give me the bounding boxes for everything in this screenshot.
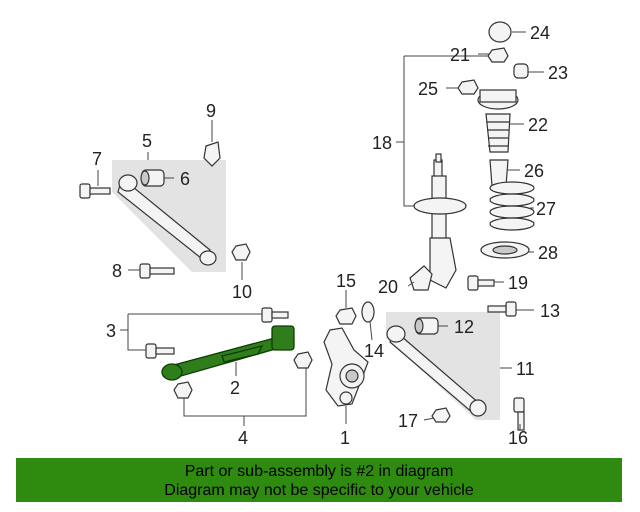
bolt-3-upper[interactable] [261,307,289,323]
callout-22: 22 [528,115,548,135]
bolt-7[interactable] [79,183,111,199]
parts-diagram: 1 2 3 4 5 6 7 8 9 10 11 12 13 14 15 16 1… [79,21,568,448]
callout-9: 9 [206,101,216,121]
callout-5: 5 [142,131,152,151]
callout-28: 28 [538,243,558,263]
callout-25: 25 [418,79,438,99]
banner-line-1: Part or sub-assembly is #2 in diagram [184,463,454,480]
bolt-19[interactable] [467,275,495,291]
coil-spring-27[interactable] [489,181,535,231]
control-arm-5[interactable] [117,174,217,266]
bracket-9[interactable] [203,141,221,167]
plate-arm-11 [386,312,500,420]
knuckle-1[interactable] [323,327,369,407]
callout-19: 19 [508,273,528,293]
info-banner: Part or sub-assembly is #2 in diagram Di… [16,458,622,502]
callout-13: 13 [540,301,560,321]
callout-7: 7 [92,149,102,169]
nut-4-right[interactable] [293,351,313,369]
bushing-12[interactable] [414,317,439,335]
nut-15[interactable] [335,307,357,325]
callout-21: 21 [450,45,470,65]
callout-26: 26 [524,161,544,181]
bolt-13[interactable] [487,301,517,317]
callout-8: 8 [112,261,122,281]
callout-18: 18 [372,133,392,153]
nut-21[interactable] [487,47,509,63]
callout-24: 24 [530,23,550,43]
bolt-16[interactable] [513,397,525,431]
highlighted-lateral-link-2[interactable] [161,325,295,381]
callout-23: 23 [548,63,568,83]
callout-14: 14 [364,341,384,361]
callout-16: 16 [508,428,528,448]
callout-12: 12 [454,317,474,337]
bracket-20[interactable] [409,265,433,291]
callout-3: 3 [106,321,116,341]
callout-2: 2 [230,378,240,398]
nut-25[interactable] [457,79,479,95]
bolt-3-lower[interactable] [145,343,175,359]
callout-17: 17 [398,411,418,431]
leader-lines [97,31,544,430]
banner-line-2: Diagram may not be specific to your vehi… [164,482,474,499]
callout-6: 6 [180,169,190,189]
nut-4-left[interactable] [173,381,193,399]
callout-27: 27 [536,199,556,219]
callout-15: 15 [336,271,356,291]
cap-24[interactable] [488,21,512,43]
plate-14[interactable] [361,301,375,323]
callout-10: 10 [232,282,252,302]
callout-numbers: 1 2 3 4 5 6 7 8 9 10 11 12 13 14 15 16 1… [92,23,568,448]
bushing-23[interactable] [513,63,529,79]
nut-10[interactable] [231,243,251,261]
callout-4: 4 [238,428,248,448]
callout-1: 1 [340,428,350,448]
bushing-6[interactable] [140,169,165,187]
control-arm-11[interactable] [386,325,487,417]
boot-22[interactable] [485,113,511,153]
callout-20: 20 [378,277,398,297]
nut-17[interactable] [431,407,451,423]
bolt-8[interactable] [139,263,175,279]
callout-11: 11 [516,359,535,379]
mount-22[interactable] [477,89,519,110]
insulator-28[interactable] [480,241,530,259]
